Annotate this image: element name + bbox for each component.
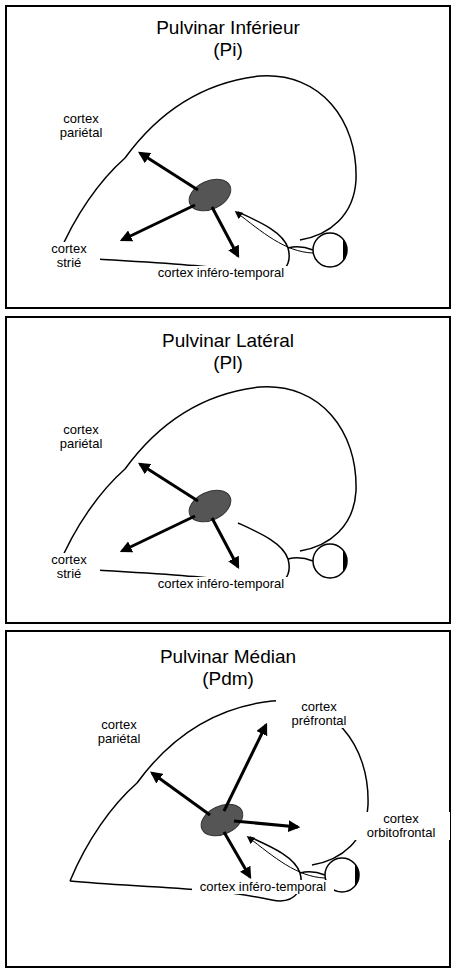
- cortex-label: cortex inféro-temporal: [150, 577, 292, 591]
- panel-abbreviation: (Pl): [7, 352, 449, 374]
- cortex-label: cortex orbitofrontal: [352, 812, 450, 840]
- panel-title: Pulvinar Latéral: [7, 330, 449, 352]
- cortex-label: cortex inféro-temporal: [150, 266, 292, 280]
- panel-title: Pulvinar Médian: [7, 646, 449, 668]
- brain-panel-1: [58, 76, 356, 276]
- panel-title: Pulvinar Inférieur: [7, 17, 449, 39]
- cortex-label: cortex pariétal: [42, 423, 120, 451]
- cortex-label: cortex inféro-temporal: [192, 880, 334, 894]
- cortex-label: cortex pariétal: [80, 718, 158, 746]
- cortex-label: cortex préfrontal: [276, 700, 362, 728]
- brain-panel-3: [70, 701, 368, 901]
- cortex-label: cortex pariétal: [42, 112, 120, 140]
- brain-panel-2: [58, 387, 356, 587]
- panel-abbreviation: (Pdm): [7, 668, 449, 690]
- cortex-label: cortex strié: [38, 553, 100, 581]
- panel-box: Pulvinar Médian(Pdm): [5, 630, 451, 968]
- panel-abbreviation: (Pi): [7, 39, 449, 61]
- cortex-label: cortex strié: [38, 242, 100, 270]
